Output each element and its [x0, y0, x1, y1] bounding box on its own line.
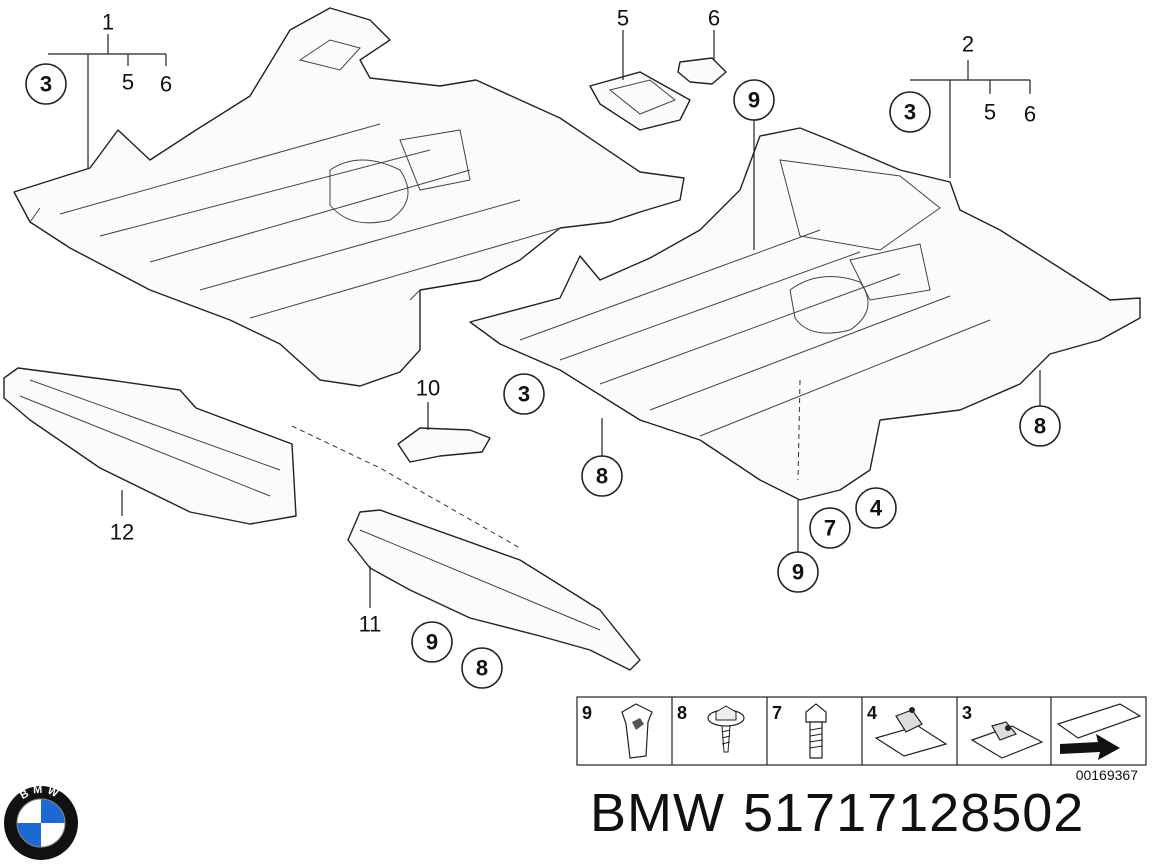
brand-label: BMW [590, 783, 725, 843]
circled-callout-8: 8 [581, 455, 623, 497]
expanding-nut-icon [621, 703, 653, 759]
drawing-code: 00169367 [1076, 767, 1139, 783]
underbody-panel-left [13, 7, 685, 387]
svg-text:9: 9 [792, 560, 804, 585]
circled-callout-4: 4 [855, 487, 897, 529]
part-number: 51717128502 [742, 783, 1085, 843]
circled-callout-9: 9 [777, 551, 819, 593]
clip-nut-icon [874, 707, 948, 757]
circled-callout-3: 3 [25, 63, 67, 105]
part-number-title: BMW 51717128502 [590, 782, 1150, 862]
callout-6: 6 [708, 6, 720, 31]
circled-callout-8: 8 [461, 647, 503, 689]
circled-callout-9: 9 [411, 621, 453, 663]
callout-6: 6 [1024, 102, 1036, 127]
callout-5: 5 [617, 6, 629, 31]
callout-12: 12 [110, 520, 134, 545]
svg-text:8: 8 [476, 656, 488, 681]
legend-num: 7 [772, 703, 782, 723]
bmw-logo: BMW [4, 784, 78, 860]
bracket-part-5 [589, 71, 691, 131]
callout-6: 6 [160, 72, 172, 97]
svg-text:9: 9 [426, 630, 438, 655]
svg-text:3: 3 [518, 382, 530, 407]
circled-callout-9: 9 [733, 79, 775, 121]
circled-callout-8: 8 [1019, 405, 1061, 447]
legend-num: 3 [962, 703, 972, 723]
clip-nut-small-icon [970, 721, 1044, 759]
svg-text:4: 4 [870, 496, 883, 521]
svg-text:7: 7 [824, 516, 836, 541]
svg-text:3: 3 [40, 72, 52, 97]
lower-panel-part-12 [3, 367, 297, 525]
circled-callout-3: 3 [889, 91, 931, 133]
svg-text:3: 3 [904, 100, 916, 125]
legend-num: 9 [582, 703, 592, 723]
callout-1: 1 [102, 10, 114, 35]
circled-callout-3: 3 [503, 373, 545, 415]
svg-text:9: 9 [748, 88, 760, 113]
bracket-part-10 [397, 427, 491, 463]
trim-panel-part-11 [347, 509, 641, 671]
flange-screw-icon [707, 705, 745, 753]
leader-lines [48, 30, 1041, 608]
callout-5: 5 [122, 70, 134, 95]
callout-2: 2 [962, 32, 974, 57]
svg-text:8: 8 [596, 464, 608, 489]
hex-bolt-icon [805, 703, 827, 759]
direction-arrow-icon [1056, 703, 1142, 760]
legend-num: 8 [677, 703, 687, 723]
svg-text:8: 8 [1034, 414, 1046, 439]
cap-part-6 [677, 57, 727, 85]
fastener-legend: 9 8 7 4 3 [576, 696, 1147, 783]
legend-num: 4 [867, 703, 877, 723]
circled-callout-7: 7 [809, 507, 851, 549]
callout-10: 10 [416, 376, 440, 401]
callout-11: 11 [359, 612, 382, 637]
underbody-panel-right [469, 127, 1141, 501]
callout-5: 5 [984, 100, 996, 125]
